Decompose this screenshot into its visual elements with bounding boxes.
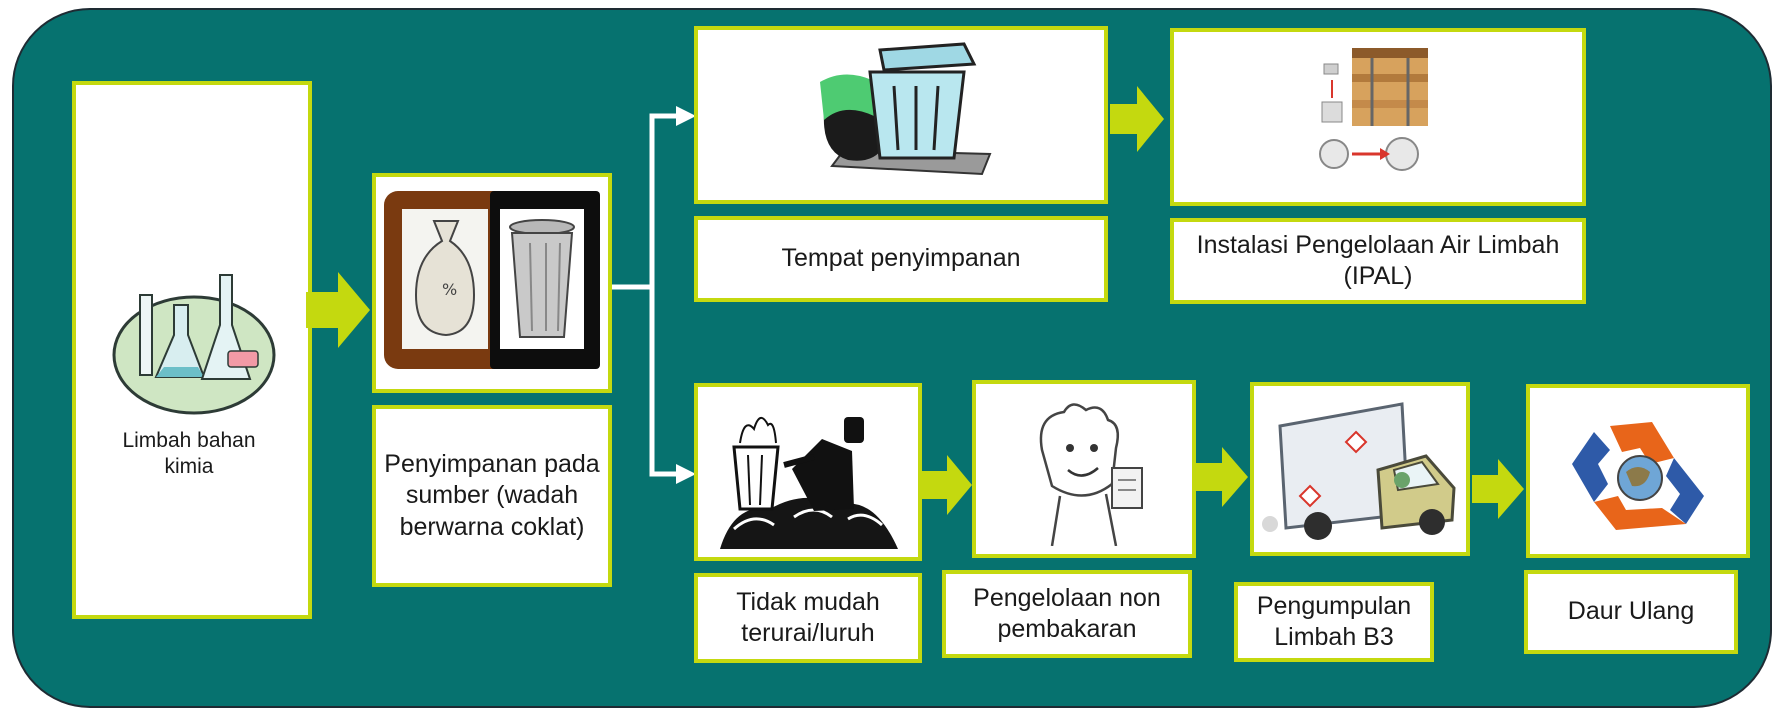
non-combustion-label-box: Pengelolaan non pembakaran: [942, 570, 1192, 658]
non-degradable-label: Tidak mudah terurai/luruh: [736, 587, 880, 647]
ipal-label-box: Instalasi Pengelolaan Air Limbah (IPAL): [1170, 218, 1586, 304]
ipal-label: Instalasi Pengelolaan Air Limbah (IPAL): [1196, 230, 1560, 290]
storage-at-source-label: Penyimpanan pada sumber (wadah berwarna …: [384, 450, 600, 541]
svg-text:%: %: [442, 280, 457, 299]
non-combustion-label: Pengelolaan non pembakaran: [973, 583, 1161, 643]
recycle-label-box: Daur Ulang: [1524, 570, 1738, 654]
arrow-right-icon: [306, 272, 370, 348]
non-degradable-label-box: Tidak mudah terurai/luruh: [694, 573, 922, 663]
arrow-right-icon: [1472, 459, 1524, 519]
collection-image-box: [1250, 382, 1470, 556]
storage-at-source-label-box: Penyimpanan pada sumber (wadah berwarna …: [372, 405, 612, 587]
recycle-image-box: [1526, 384, 1750, 558]
non-degradable-image-box: [694, 383, 922, 561]
storage-place-label: Tempat penyimpanan: [781, 244, 1021, 273]
storage-at-source-image-box: %: [372, 173, 612, 393]
arrow-right-icon: [1110, 86, 1164, 152]
source-label: Limbah bahan kimia: [122, 429, 256, 479]
non-combustion-image-box: [972, 380, 1196, 558]
lab-glassware-icon: [112, 274, 276, 415]
trash-can-icon: [820, 42, 992, 176]
collection-label-box: Pengumpulan Limbah B3: [1234, 582, 1434, 662]
recycle-icon: [1572, 422, 1704, 530]
storage-place-image-box: [694, 26, 1108, 204]
arrow-right-icon: [1196, 447, 1248, 507]
person-dumping-waste-icon: [720, 417, 898, 549]
source-box: Limbah bahan kimia: [72, 81, 312, 619]
ipal-image-box: [1170, 28, 1586, 206]
waste-truck-icon: [1262, 402, 1456, 540]
storage-place-label-box: Tempat penyimpanan: [694, 216, 1108, 302]
recycle-label: Daur Ulang: [1567, 597, 1695, 626]
waste-bag-and-bin-icon: %: [384, 191, 600, 369]
collection-label: Pengumpulan Limbah B3: [1256, 591, 1412, 651]
wastewater-plant-icon: [1319, 48, 1428, 171]
arrow-right-icon: [922, 455, 972, 515]
cartoon-person-icon: [1039, 403, 1143, 546]
